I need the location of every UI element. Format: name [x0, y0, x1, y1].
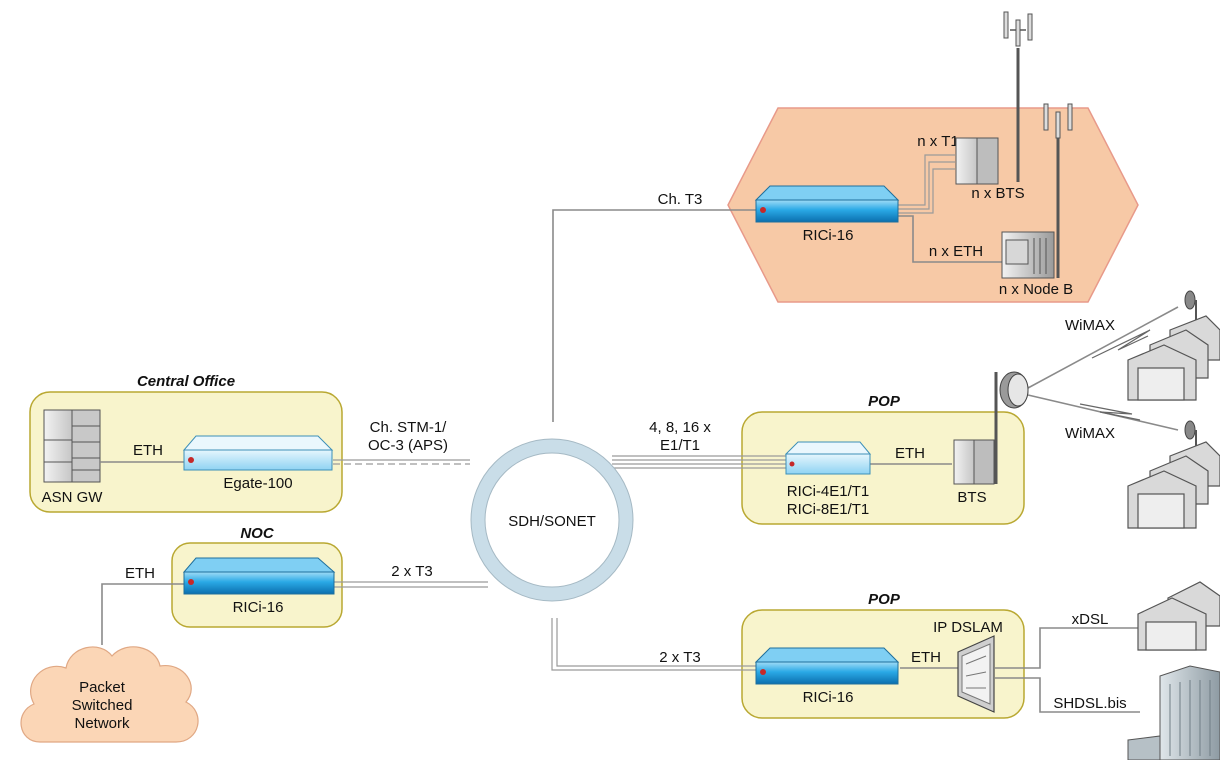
eth-nodeb-link [895, 215, 1002, 263]
ip-dslam-icon [957, 635, 995, 713]
noc-eth-link [101, 583, 186, 645]
noc-t3-label: 2 x T3 [391, 563, 432, 580]
stm1-label-1: Ch. STM-1/ [370, 419, 448, 436]
wimax-label-1: WiMAX [1065, 317, 1115, 334]
cell-rici-16-device [754, 185, 900, 223]
pop-dsl-title: POP [868, 591, 901, 608]
wimax-zigzag-1 [1091, 329, 1151, 359]
central-office-title: Central Office [137, 373, 235, 390]
houses-icon [1127, 441, 1220, 529]
egate-100-device [182, 435, 334, 471]
co-eth-label: ETH [133, 442, 163, 459]
pop-eth-label: ETH [895, 445, 925, 462]
cloud-line-1: Packet [79, 679, 126, 696]
rici-e1-label-2: RICi-8E1/T1 [787, 501, 870, 518]
pop-wimax-title: POP [868, 393, 901, 410]
cloud-line-3: Network [74, 715, 130, 732]
sdh-sonet-ring [471, 439, 633, 601]
wimax-link-1 [1027, 306, 1179, 389]
bts-antenna-mast-icon [1003, 11, 1033, 182]
node-b-label: n x Node B [999, 281, 1073, 298]
dsl-rici-16-device [754, 647, 900, 685]
shdsl-label: SHDSL.bis [1053, 695, 1126, 712]
asn-gw-label: ASN GW [42, 489, 104, 506]
cell-device-label: RICi-16 [803, 227, 854, 244]
noc-eth-label: ETH [125, 565, 155, 582]
t1-link-c [895, 168, 955, 214]
xdsl-label: xDSL [1072, 611, 1109, 628]
house-icon [1137, 581, 1220, 651]
ch-t3-link [552, 209, 758, 422]
ip-dslam-label: IP DSLAM [933, 619, 1003, 636]
bts-cabinet-icon [955, 137, 999, 185]
rici-e1-device [784, 441, 872, 475]
dsl-device-label: RICi-16 [803, 689, 854, 706]
t1-link-a [895, 154, 955, 206]
houses-icon [1127, 315, 1220, 401]
ring-label: SDH/SONET [508, 513, 596, 530]
noc-rici-16-device [182, 557, 336, 595]
dsl-eth-label: ETH [911, 649, 941, 666]
wimax-zigzag-2 [1079, 403, 1141, 421]
e1-label-1: 4, 8, 16 x [649, 419, 711, 436]
eth-nodeb-label: n x ETH [929, 243, 983, 260]
node-b-antenna-mast-icon [1043, 103, 1073, 278]
bts-label: n x BTS [971, 185, 1024, 202]
wimax-label-2: WiMAX [1065, 425, 1115, 442]
t1-label: n x T1 [917, 133, 958, 150]
ch-t3-label: Ch. T3 [658, 191, 703, 208]
node-b-cabinet-icon [1001, 231, 1055, 279]
stm1-label-2: OC-3 (APS) [368, 437, 448, 454]
pop-bts-label: BTS [957, 489, 986, 506]
asn-gw-server-icon [43, 409, 101, 483]
t1-link-b [895, 161, 955, 210]
office-building-icon [1127, 665, 1220, 760]
egate-100-label: Egate-100 [223, 475, 292, 492]
e1-label-2: E1/T1 [660, 437, 700, 454]
dsl-t3-link-b [556, 618, 758, 667]
xdsl-link [995, 627, 1140, 669]
noc-title: NOC [240, 525, 275, 542]
dsl-t3-link-a [551, 618, 758, 671]
packet-switched-network-cloud [20, 646, 199, 743]
shdsl-link [995, 677, 1140, 713]
dsl-t3-label: 2 x T3 [659, 649, 700, 666]
cloud-line-2: Switched [72, 697, 133, 714]
rici-e1-label-1: RICi-4E1/T1 [787, 483, 870, 500]
wimax-base-antenna-icon [994, 371, 1029, 484]
noc-device-label: RICi-16 [233, 599, 284, 616]
pop-bts-cabinet-icon [953, 439, 995, 485]
